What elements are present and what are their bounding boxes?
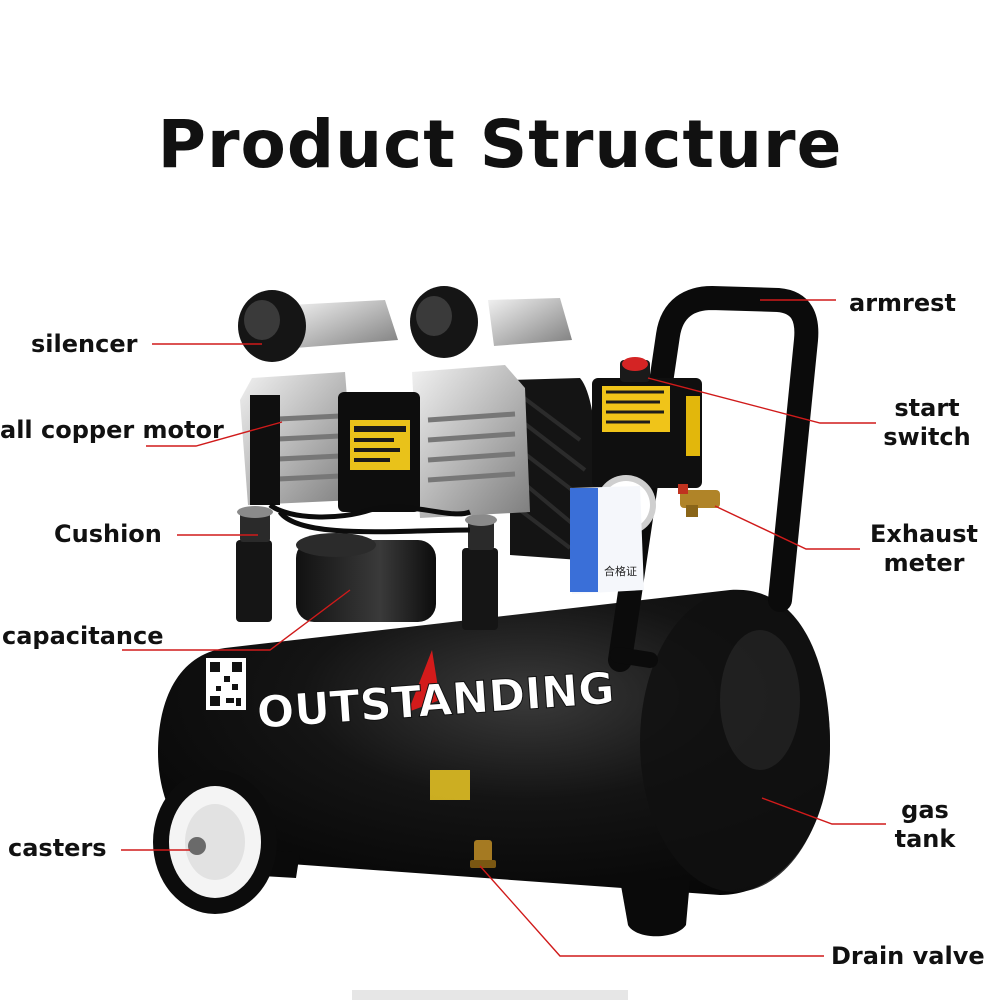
label-exhaust-meter-line1: Exhaust: [870, 520, 978, 548]
leader-lines: [121, 299, 886, 957]
label-drain-valve: Drain valve: [831, 942, 985, 970]
leader-line-capacitance: [122, 589, 351, 651]
armrest-handle: [608, 286, 819, 672]
label-start-switch-line2: switch: [883, 423, 971, 451]
caster-wheel: [153, 770, 277, 914]
gas-tank: [158, 589, 830, 895]
hoses: [268, 502, 471, 535]
label-all-copper-motor: all copper motor: [0, 416, 224, 444]
leader-line-gas-tank: [761, 797, 886, 825]
brand-accent: [408, 650, 440, 712]
leader-line-start-switch: [647, 377, 876, 424]
bottom-strip: [352, 990, 628, 1000]
label-capacitance: capacitance: [2, 622, 164, 650]
page-title: Product Structure: [157, 106, 843, 183]
certificate-text: 合格证: [604, 564, 637, 578]
label-cushion: Cushion: [54, 520, 162, 548]
exhaust-valve: [678, 484, 720, 517]
label-gas-tank-line2: tank: [894, 825, 956, 853]
capacitor: [296, 533, 436, 622]
leader-line-motor: [146, 421, 283, 447]
pressure-switch-box: [592, 357, 702, 488]
certificate-tag: [570, 486, 644, 594]
label-gas-tank: gas tank: [888, 796, 962, 854]
label-silencer: silencer: [31, 330, 138, 358]
qr-code: [206, 658, 246, 710]
label-start-switch-line1: start: [894, 394, 960, 422]
pump-heads: [240, 298, 572, 518]
label-gas-tank-line1: gas: [901, 796, 949, 824]
label-exhaust-meter: Exhaust meter: [866, 520, 982, 578]
leader-line-exhaust-meter: [714, 505, 860, 550]
label-armrest: armrest: [849, 289, 956, 317]
label-exhaust-meter-line2: meter: [883, 549, 965, 577]
drain-valve: [470, 840, 496, 868]
label-start-switch: start switch: [878, 394, 976, 452]
leader-line-drain-valve: [479, 865, 824, 957]
label-casters: casters: [8, 834, 107, 862]
motor-body: [338, 392, 420, 512]
tank-sticker: [430, 770, 470, 800]
silencers: [238, 286, 478, 362]
